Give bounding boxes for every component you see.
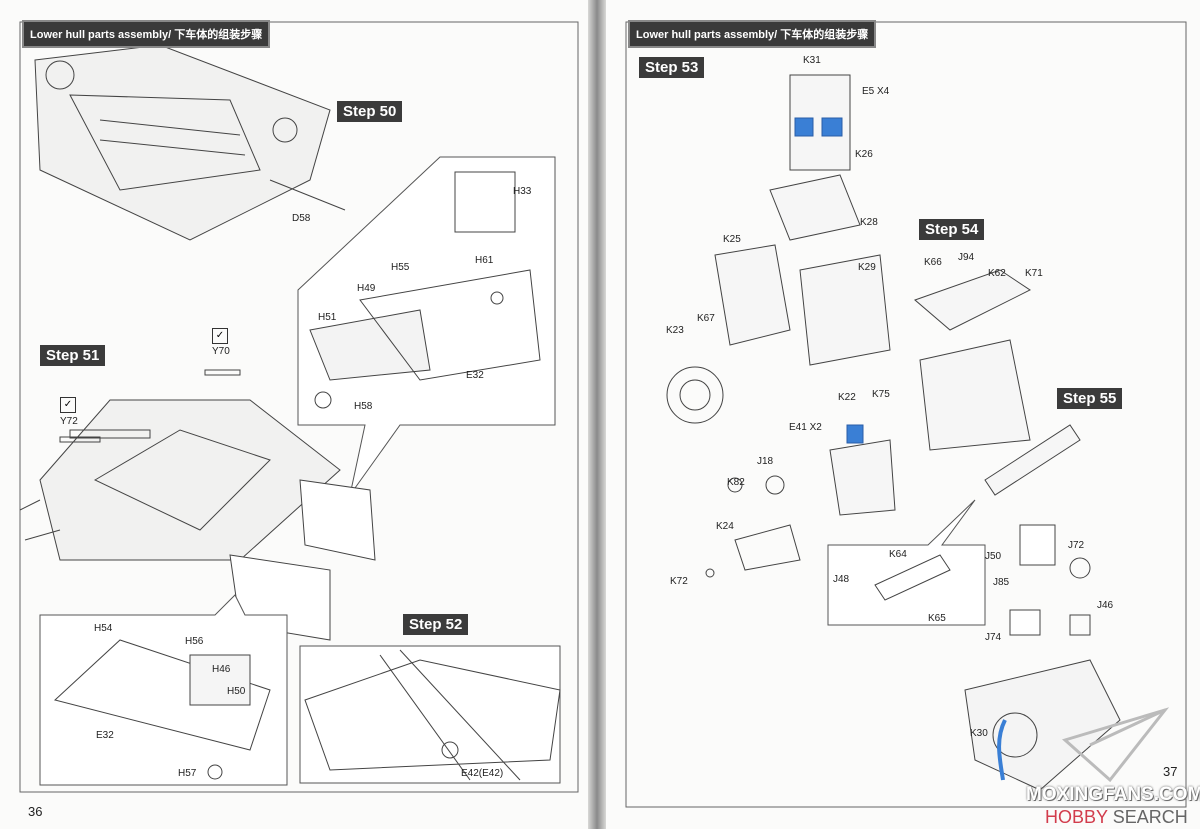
part-label: J85 [993, 577, 1010, 588]
part-label: H61 [475, 255, 494, 266]
part-label: K65 [928, 613, 946, 624]
option-check-icon: ✓ [212, 328, 228, 344]
part-label: J74 [985, 632, 1002, 643]
page-number-right: 37 [1163, 764, 1178, 779]
part-label: J18 [757, 456, 774, 467]
part-label: H46 [212, 664, 231, 675]
part-label: K72 [670, 576, 688, 587]
watermark-text: MOXINGFANS.COM [1026, 784, 1200, 805]
part-label: Y72 [60, 416, 78, 427]
part-label: J94 [958, 252, 975, 263]
left-page-border [19, 21, 579, 793]
watermark-brand-search: SEARCH [1107, 807, 1188, 827]
watermark-brand: HOBBY SEARCH [1045, 807, 1188, 827]
part-label: K67 [697, 313, 715, 324]
hull-drawing-step52 [299, 645, 561, 784]
part-label: K82 [727, 477, 745, 488]
page-header-right: Lower hull parts assembly/ 下车体的组装步骤 [628, 20, 877, 48]
part-label: E32 [96, 730, 114, 741]
part-label: K66 [924, 257, 942, 268]
part-label: H56 [185, 636, 204, 647]
part-label: H33 [513, 186, 532, 197]
page-number-left: 36 [28, 804, 43, 819]
part-label: K62 [988, 268, 1006, 279]
part-label: J72 [1068, 540, 1085, 551]
part-label: K64 [889, 549, 907, 560]
part-label: H51 [318, 312, 337, 323]
hull-drawing-step50 [34, 44, 346, 241]
part-label: K71 [1025, 268, 1043, 279]
part-label: K28 [860, 217, 878, 228]
part-label: K75 [872, 389, 890, 400]
option-check-icon: ✓ [60, 397, 76, 413]
part-label: H58 [354, 401, 373, 412]
part-label: K23 [666, 325, 684, 336]
page-header-left: Lower hull parts assembly/ 下车体的组装步骤 [22, 20, 271, 48]
part-label: H55 [391, 262, 410, 273]
part-label: E42(E42) [461, 768, 504, 779]
watermark-brand-hobby: HOBBY [1045, 807, 1108, 827]
step-51-badge: Step 51 [40, 345, 106, 366]
callout-step51-detail [39, 594, 288, 786]
part-label: J46 [1097, 600, 1114, 611]
watermark-paper-plane-icon [1061, 707, 1170, 783]
part-label: H57 [178, 768, 197, 779]
part-label: H54 [94, 623, 113, 634]
part-label: K31 [803, 55, 821, 66]
part-label: H50 [227, 686, 246, 697]
part-label: K25 [723, 234, 741, 245]
part-label: E5 X4 [862, 86, 890, 97]
part-label: E41 X2 [789, 422, 822, 433]
part-label: J50 [985, 551, 1002, 562]
part-label: K22 [838, 392, 856, 403]
engine-drawing [666, 74, 1121, 791]
step-50-badge: Step 50 [337, 101, 403, 122]
step-54-badge: Step 54 [919, 219, 985, 240]
part-label: H49 [357, 283, 376, 294]
part-label: E32 [466, 370, 484, 381]
part-label: K29 [858, 262, 876, 273]
step-53-badge: Step 53 [639, 57, 705, 78]
step-52-badge: Step 52 [403, 614, 469, 635]
part-label: K26 [855, 149, 873, 160]
part-label: Y70 [212, 346, 230, 357]
callout-step55-detail [827, 499, 986, 626]
part-label: K24 [716, 521, 734, 532]
page-gutter [588, 0, 606, 829]
part-label: J48 [833, 574, 850, 585]
part-label: K30 [970, 728, 988, 739]
right-page-border [625, 21, 1187, 808]
callout-step50-detail [297, 156, 556, 496]
part-label: D58 [292, 213, 311, 224]
step-55-badge: Step 55 [1057, 388, 1123, 409]
